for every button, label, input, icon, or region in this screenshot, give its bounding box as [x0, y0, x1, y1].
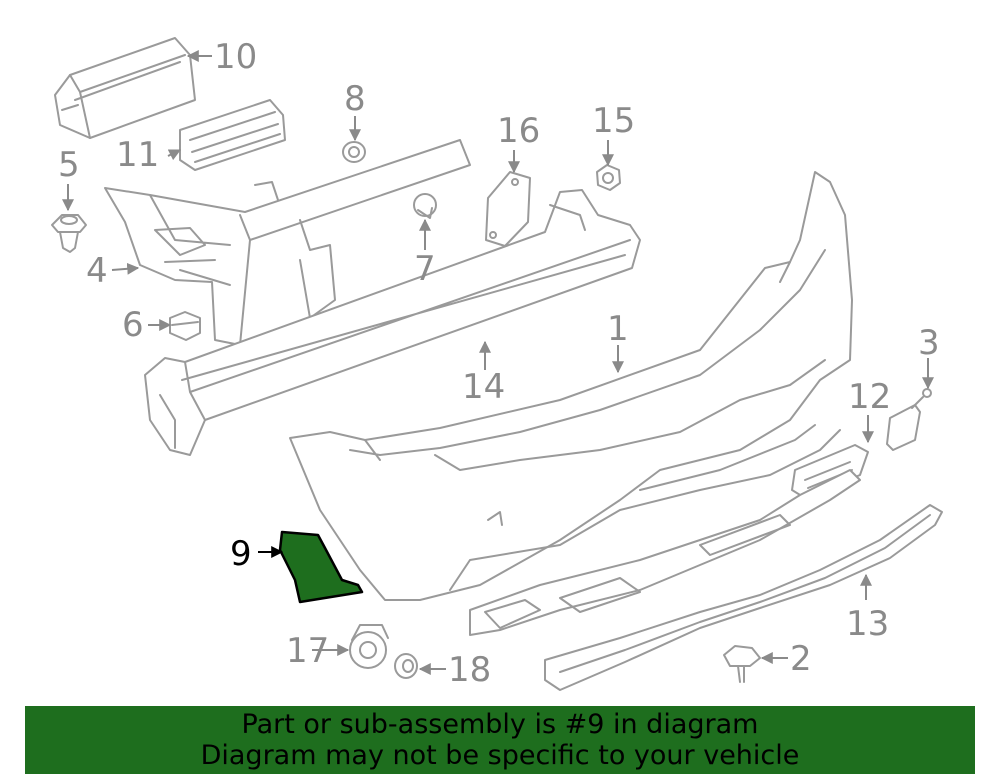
part-1-bumper-cover	[289, 171, 853, 601]
callout-8: 8	[344, 79, 366, 119]
leader-lines	[62, 50, 934, 675]
part-2-push-clip	[723, 645, 761, 683]
parts-diagram: 10 11 8 5 4 6 7 16 15 1 14 3 12 13 2 17 …	[51, 37, 943, 691]
callout-7: 7	[414, 249, 436, 289]
callout-1: 1	[607, 309, 629, 349]
part-3-cap	[886, 388, 932, 451]
part-15-nut	[596, 164, 621, 191]
callout-16: 16	[497, 111, 540, 151]
callout-3: 3	[918, 323, 940, 363]
part-17-sensor	[349, 624, 389, 669]
part-11-grille	[179, 99, 286, 171]
callout-5: 5	[58, 145, 80, 185]
part-14-reinforcement-bar	[144, 189, 641, 456]
callout-17: 17	[286, 631, 329, 671]
part-8-nut	[342, 141, 366, 163]
callout-18: 18	[448, 650, 491, 690]
part-9-highlighted-bracket	[278, 530, 364, 604]
banner-line-1: Part or sub-assembly is #9 in diagram	[241, 709, 759, 740]
callout-15: 15	[592, 101, 635, 141]
part-18-grommet	[394, 653, 418, 679]
callout-14: 14	[462, 367, 505, 407]
part-7-bolt	[413, 193, 437, 219]
part-5-clip	[51, 214, 87, 253]
part-13-diffuser	[544, 504, 943, 691]
callout-4: 4	[86, 251, 108, 291]
part-16-cover	[485, 171, 531, 247]
part-10-bracket	[54, 37, 196, 139]
info-banner: Part or sub-assembly is #9 in diagram Di…	[25, 706, 975, 774]
lower-grille-assembly	[469, 469, 861, 636]
banner-line-2: Diagram may not be specific to your vehi…	[200, 740, 800, 771]
callout-11: 11	[116, 135, 159, 175]
callout-13: 13	[846, 604, 889, 644]
callout-6: 6	[122, 305, 144, 345]
callout-9: 9	[230, 534, 252, 574]
callout-10: 10	[214, 37, 257, 77]
callout-12: 12	[848, 377, 891, 417]
callout-2: 2	[790, 639, 812, 679]
part-12-exhaust-trim	[791, 444, 869, 499]
part-6-clip	[169, 311, 201, 341]
